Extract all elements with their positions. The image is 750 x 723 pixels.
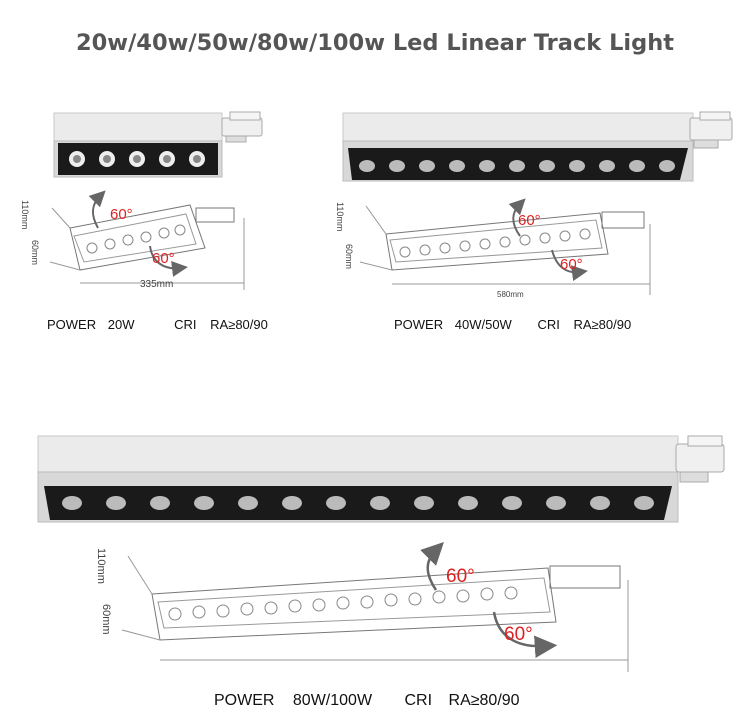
cri-value: RA≥80/90 bbox=[573, 317, 632, 332]
power-label: POWER bbox=[394, 317, 444, 332]
upper-beam-angle-label: 60° bbox=[446, 566, 475, 587]
lower-beam-angle-label: 60° bbox=[560, 256, 583, 273]
length-dimension-label: 335mm bbox=[140, 279, 174, 290]
led-lens-row bbox=[62, 496, 654, 510]
length-dimension-label: 580mm bbox=[497, 290, 524, 299]
power-value: 20W bbox=[107, 317, 135, 332]
cri-value: RA≥80/90 bbox=[210, 317, 268, 332]
led-lens-row bbox=[359, 160, 675, 172]
cri-value: RA≥80/90 bbox=[448, 692, 520, 709]
upper-beam-angle-label: 60° bbox=[110, 206, 133, 223]
spec-line: POWER 20W CRI RA≥80/90 bbox=[47, 317, 268, 332]
track-adapter bbox=[221, 111, 263, 143]
cri-label: CRI bbox=[404, 692, 433, 709]
upper-beam-angle-label: 60° bbox=[518, 212, 541, 229]
track-adapter bbox=[675, 435, 725, 483]
power-value: 80W/100W bbox=[292, 692, 373, 709]
track-adapter bbox=[689, 111, 733, 149]
power-label: POWER bbox=[47, 317, 97, 332]
cri-label: CRI bbox=[537, 317, 560, 332]
power-label: POWER bbox=[214, 692, 275, 709]
cri-label: CRI bbox=[174, 317, 197, 332]
lower-beam-angle-label: 60° bbox=[504, 624, 533, 645]
page-title: 20w/40w/50w/80w/100w Led Linear Track Li… bbox=[75, 30, 675, 56]
spec-line: POWER 40W/50W CRI RA≥80/90 bbox=[394, 317, 631, 332]
width-dimension-label: 60mm bbox=[100, 604, 112, 635]
lower-beam-angle-label: 60° bbox=[152, 250, 175, 267]
spec-line: POWER 80W/100W CRI RA≥80/90 bbox=[214, 692, 520, 710]
height-dimension-label: 110mm bbox=[95, 548, 107, 584]
led-lens-row bbox=[69, 151, 205, 167]
power-value: 40W/50W bbox=[454, 317, 512, 332]
